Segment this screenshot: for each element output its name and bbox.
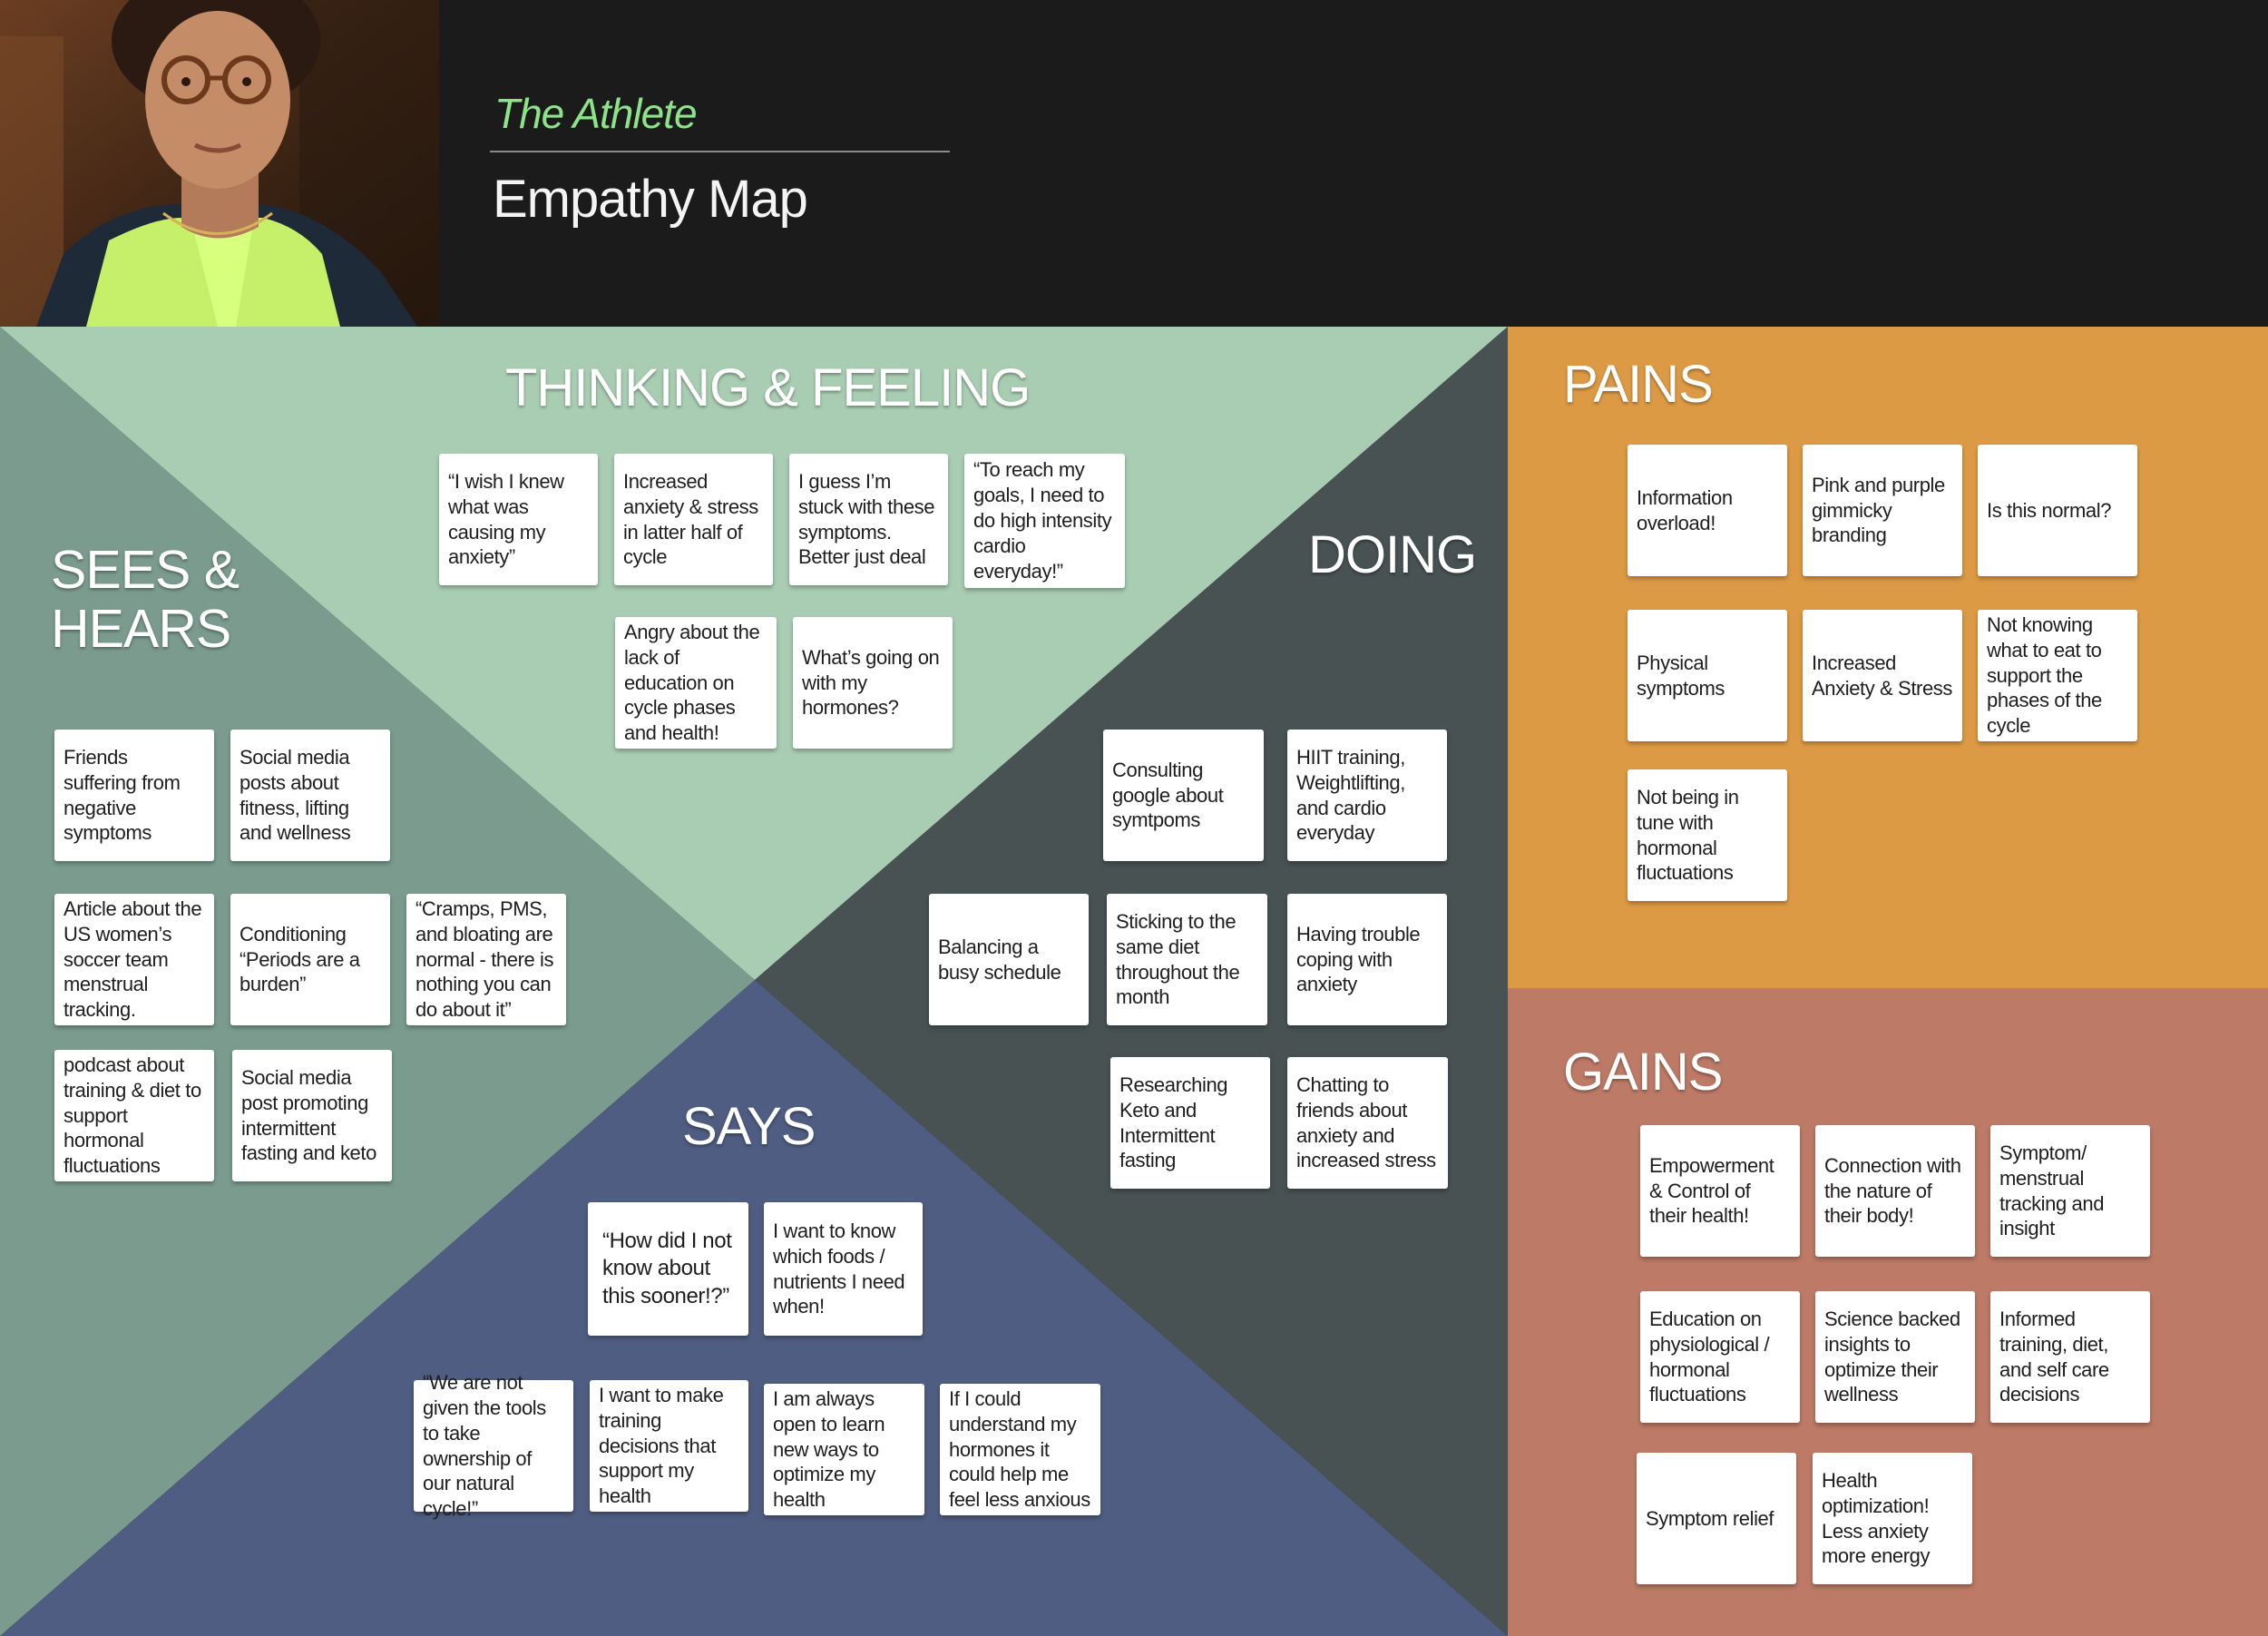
note-text: “Cramps, PMS, and bloating are normal - … xyxy=(415,896,554,1022)
note-text: I guess I’m stuck with these symptoms. B… xyxy=(798,469,935,569)
gains-note: Symptom/ menstrual tracking and insight xyxy=(1990,1125,2150,1257)
thinking-note: Angry about the lack of education on cyc… xyxy=(615,617,777,749)
note-text: Sticking to the same diet throughout the… xyxy=(1116,909,1240,1009)
note-text: “To reach my goals, I need to do high in… xyxy=(973,458,1112,583)
says-note: If I could understand my hormones it cou… xyxy=(940,1384,1100,1515)
says-note: “We are not given the tools to take owne… xyxy=(414,1371,573,1520)
gains-note: Connection with the nature of their body… xyxy=(1815,1125,1975,1257)
pains-note: Information overload! xyxy=(1628,445,1787,576)
title-divider xyxy=(490,151,950,152)
doing-note: Sticking to the same diet throughout the… xyxy=(1107,894,1267,1025)
pains-note: Physical symptoms xyxy=(1628,610,1787,741)
sees-hears-note: Social media posts about fitness, liftin… xyxy=(230,730,390,861)
note-text: Empowerment & Control of their health! xyxy=(1649,1153,1774,1228)
note-text: Science backed insights to optimize thei… xyxy=(1824,1307,1960,1406)
sees-hears-note: Article about the US women’s soccer team… xyxy=(54,894,214,1025)
says-note: I want to make training decisions that s… xyxy=(590,1380,748,1512)
doing-note: HIIT training, Weightlifting, and cardio… xyxy=(1287,730,1447,861)
note-text: Not being in tune with hormonal fluctuat… xyxy=(1637,785,1739,885)
sees-hears-note: Friends suffering from negative symptoms xyxy=(54,730,214,861)
note-text: podcast about training & diet to support… xyxy=(64,1053,201,1178)
note-text: Social media post promoting intermittent… xyxy=(241,1065,376,1165)
says-region xyxy=(0,980,1508,1636)
gains-heading: GAINS xyxy=(1563,1043,1723,1102)
note-text: What’s going on with my hormones? xyxy=(802,645,940,720)
gains-note: Science backed insights to optimize thei… xyxy=(1815,1291,1975,1423)
note-text: Balancing a busy schedule xyxy=(938,935,1061,984)
doing-note: Researching Keto and Intermittent fastin… xyxy=(1110,1057,1270,1189)
note-text: Social media posts about fitness, liftin… xyxy=(240,745,351,845)
says-note: I am always open to learn new ways to op… xyxy=(764,1384,924,1515)
note-text: Angry about the lack of education on cyc… xyxy=(624,620,760,745)
pains-heading: PAINS xyxy=(1563,355,1714,414)
page-title: Empathy Map xyxy=(493,170,808,229)
note-text: Informed training, diet, and self care d… xyxy=(1999,1307,2109,1406)
note-text: Symptom/ menstrual tracking and insight xyxy=(1999,1141,2105,1240)
gains-note: Empowerment & Control of their health! xyxy=(1640,1125,1800,1257)
sees-hears-note: podcast about training & diet to support… xyxy=(54,1050,214,1181)
header-bar: The Athlete Empathy Map xyxy=(0,0,2268,327)
note-text: Increased Anxiety & Stress xyxy=(1812,651,1952,700)
persona-name: The Athlete xyxy=(494,90,698,137)
thinking-note: Increased anxiety & stress in latter hal… xyxy=(614,454,773,585)
note-text: “How did I not know about this sooner!?” xyxy=(602,1228,732,1308)
pains-note: Not knowing what to eat to support the p… xyxy=(1978,610,2137,741)
says-note: I want to know which foods / nutrients I… xyxy=(764,1202,923,1336)
gains-note: Health optimization! Less anxiety more e… xyxy=(1813,1453,1972,1584)
says-note: “How did I not know about this sooner!?” xyxy=(588,1202,748,1336)
note-text: Is this normal? xyxy=(1987,498,2112,522)
pains-note: Increased Anxiety & Stress xyxy=(1803,610,1962,741)
says-heading: SAYS xyxy=(682,1097,816,1156)
note-text: Information overload! xyxy=(1637,485,1733,534)
thinking-feeling-heading: THINKING & FEELING xyxy=(505,358,1031,417)
doing-note: Consulting google about symtpoms xyxy=(1103,730,1264,861)
gains-note: Informed training, diet, and self care d… xyxy=(1990,1291,2150,1423)
note-text: Symptom relief xyxy=(1646,1506,1774,1530)
persona-photo xyxy=(0,0,439,327)
note-text: If I could understand my hormones it cou… xyxy=(949,1386,1090,1512)
note-text: Chatting to friends about anxiety and in… xyxy=(1296,1073,1436,1172)
note-text: Having trouble coping with anxiety xyxy=(1296,922,1421,996)
sees-hears-note: “Cramps, PMS, and bloating are normal - … xyxy=(406,894,566,1025)
note-text: I want to know which foods / nutrients I… xyxy=(773,1219,905,1318)
note-text: Education on physiological / hormonal fl… xyxy=(1649,1307,1770,1406)
note-text: Friends suffering from negative symptoms xyxy=(64,745,181,845)
gains-note: Symptom relief xyxy=(1637,1453,1796,1584)
thinking-note: I guess I’m stuck with these symptoms. B… xyxy=(789,454,948,585)
note-text: Physical symptoms xyxy=(1637,651,1725,700)
note-text: Health optimization! Less anxiety more e… xyxy=(1822,1468,1931,1568)
note-text: Increased anxiety & stress in latter hal… xyxy=(623,469,758,569)
note-text: Connection with the nature of their body… xyxy=(1824,1153,1961,1228)
note-text: I want to make training decisions that s… xyxy=(599,1383,724,1508)
doing-note: Chatting to friends about anxiety and in… xyxy=(1287,1057,1448,1189)
note-text: Pink and purple gimmicky branding xyxy=(1812,473,1945,547)
note-text: Not knowing what to eat to support the p… xyxy=(1987,612,2102,738)
note-text: Conditioning “Periods are a burden” xyxy=(240,922,360,996)
gains-note: Education on physiological / hormonal fl… xyxy=(1640,1291,1800,1423)
doing-note: Having trouble coping with anxiety xyxy=(1287,894,1447,1025)
doing-note: Balancing a busy schedule xyxy=(929,894,1089,1025)
note-text: Article about the US women’s soccer team… xyxy=(64,896,202,1022)
note-text: “I wish I knew what was causing my anxie… xyxy=(448,469,564,569)
sees-hears-heading: SEES & HEARS xyxy=(51,540,240,659)
sees-hears-note: Social media post promoting intermittent… xyxy=(232,1050,392,1181)
note-text: I am always open to learn new ways to op… xyxy=(773,1386,885,1512)
thinking-note: What’s going on with my hormones? xyxy=(793,617,953,749)
thinking-note: “To reach my goals, I need to do high in… xyxy=(964,454,1125,588)
thinking-note: “I wish I knew what was causing my anxie… xyxy=(439,454,598,585)
pains-note: Pink and purple gimmicky branding xyxy=(1803,445,1962,576)
pains-note: Is this normal? xyxy=(1978,445,2137,576)
note-text: “We are not given the tools to take owne… xyxy=(423,1370,546,1521)
note-text: HIIT training, Weightlifting, and cardio… xyxy=(1296,745,1405,845)
pains-note: Not being in tune with hormonal fluctuat… xyxy=(1628,769,1787,901)
doing-heading: DOING xyxy=(1308,525,1477,584)
note-text: Researching Keto and Intermittent fastin… xyxy=(1119,1073,1228,1172)
note-text: Consulting google about symtpoms xyxy=(1112,758,1224,832)
sees-hears-note: Conditioning “Periods are a burden” xyxy=(230,894,390,1025)
